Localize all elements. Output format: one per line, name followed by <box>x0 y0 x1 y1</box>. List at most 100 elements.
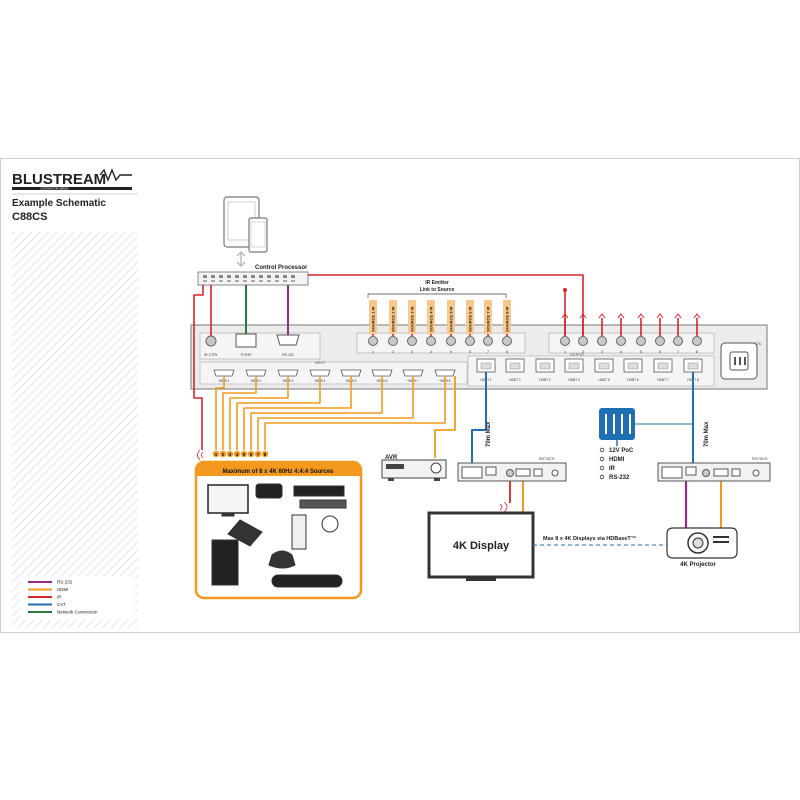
source-ir-tag-label: SOURCE 8 IR <box>505 306 510 332</box>
hdmi-source-cable <box>243 376 352 450</box>
source-number-badge <box>226 450 234 458</box>
legend-label-1: HDMI <box>57 587 69 592</box>
projector-label: 4K Projector <box>680 562 716 568</box>
hdbt-output-label: HDBT 4 <box>568 378 580 382</box>
source-number-badge <box>261 450 269 458</box>
ir-arrow-icon <box>598 313 606 319</box>
display-ir-icon <box>499 501 508 513</box>
hdmi-source-cable <box>236 376 321 450</box>
source-ir-tag <box>447 300 455 334</box>
ir-input-port <box>368 336 378 346</box>
hdmi-input-port <box>434 369 456 377</box>
brand-underline <box>12 187 132 190</box>
source-devices <box>207 483 347 588</box>
ir-input-port <box>407 336 417 346</box>
poc-feature: HDMI <box>609 457 625 463</box>
cp-port-dot <box>251 275 255 278</box>
tcp-ip-label: TCP/IP <box>240 353 252 357</box>
hdmi-source-cable <box>222 376 257 450</box>
hdbt-output-label: HDBT 5 <box>598 378 610 382</box>
source-number: 7 <box>257 452 260 457</box>
ir-input-port-number: 5 <box>450 350 452 354</box>
ir-arrow-icon <box>637 313 645 319</box>
ir-cable-to-sources <box>193 285 204 450</box>
cp-port-dot <box>219 280 223 282</box>
source-number: 4 <box>236 452 239 457</box>
ir-emitter-bracket <box>367 293 507 298</box>
ir-arrow-icon <box>579 313 587 319</box>
sources-panel: Maximum of 8 x 4K 60Hz 4:4:4 Sources <box>194 460 363 600</box>
hdbt-output-panel <box>467 355 715 387</box>
ir-output-port-number: 1 <box>564 350 566 354</box>
tablet-phone-icon <box>223 196 268 253</box>
source-ir-tag <box>408 300 416 334</box>
ir-port-panel <box>356 332 526 354</box>
source-number: 6 <box>250 452 253 457</box>
cp-port-dot <box>267 280 271 282</box>
ir-input-port <box>388 336 398 346</box>
source-ir-tag <box>427 300 435 334</box>
poc-bullet <box>599 474 605 480</box>
legend-label-2: IR <box>57 595 62 600</box>
control-processor: Control Processor <box>197 265 309 286</box>
poc-feature: IR <box>609 466 616 472</box>
hdbt-output-label: HDBT 2 <box>509 378 521 382</box>
ir-ctrl-label: IR CTRL <box>204 353 218 357</box>
ir-output-port-number: 7 <box>677 350 679 354</box>
ir-output-port <box>616 336 626 346</box>
cp-port-dot <box>235 280 239 282</box>
source-ir-tag-label: SOURCE 7 IR <box>486 306 491 332</box>
poc-feature: 12V PoC <box>609 448 634 454</box>
ir-input-port-number: 8 <box>506 350 508 354</box>
ir-output-port-number: 6 <box>659 350 661 354</box>
cp-port-dot <box>275 280 279 282</box>
cp-port-dot <box>235 275 239 278</box>
hdmi-source-cable <box>229 376 289 450</box>
ir-output-port-number: 2 <box>582 350 584 354</box>
poc-bullet <box>599 456 605 462</box>
cp-port-dot <box>283 275 287 278</box>
sidebar-model: C88CS <box>12 211 47 223</box>
ir-output-port-number: 5 <box>640 350 642 354</box>
source-number-badge <box>233 450 241 458</box>
source-number: 5 <box>243 452 246 457</box>
display-device: 4K Display <box>427 501 535 581</box>
ir-output-cable <box>308 274 584 336</box>
ir-arrow-icon <box>656 313 664 319</box>
hdmi-input-panel <box>199 361 468 385</box>
ir-arrow-icon <box>617 313 625 319</box>
rx-receiver-right: RX70CS <box>657 456 771 482</box>
ir-output-port-number: 3 <box>601 350 603 354</box>
avr-label: AVR <box>385 455 398 461</box>
ir-input-port <box>465 336 475 346</box>
source-ir-tag-label: SOURCE 3 IR <box>410 306 415 332</box>
ir-output-port-number: 8 <box>696 350 698 354</box>
rs232-label: RS-232 <box>282 353 294 357</box>
hdbt-output-label: HDBT 6 <box>627 378 639 382</box>
ir-input-port-number: 2 <box>392 350 394 354</box>
poc-feature-callout: 12V PoC HDMI IR RS-232 <box>599 408 635 481</box>
sidebar-title: Example Schematic <box>12 198 106 209</box>
cp-port-dot <box>227 280 231 282</box>
ir-junction <box>563 288 567 292</box>
poc-feature: RS-232 <box>609 475 630 481</box>
cp-port-dot <box>211 275 215 278</box>
legend-label-4: Network Connection <box>57 610 98 615</box>
cp-port-dot <box>283 280 287 282</box>
cp-port-dot <box>291 280 295 282</box>
hdmi-input-port <box>402 369 424 377</box>
hdmi-source-cable <box>250 376 383 450</box>
poc-bullet <box>599 447 605 453</box>
hdmi-source-cable <box>215 376 225 450</box>
display-label: 4K Display <box>453 540 510 552</box>
hdmi-input-port <box>213 369 235 377</box>
ir-input-port <box>483 336 493 346</box>
ir-arrow-icon <box>561 313 569 319</box>
source-ir-tag-label: SOURCE 5 IR <box>449 306 454 332</box>
rx-receiver-left: RX70CS <box>457 456 567 482</box>
projector-device: 4K Projector <box>666 527 738 568</box>
brand-logo: BLUSTREAM <box>12 171 106 188</box>
